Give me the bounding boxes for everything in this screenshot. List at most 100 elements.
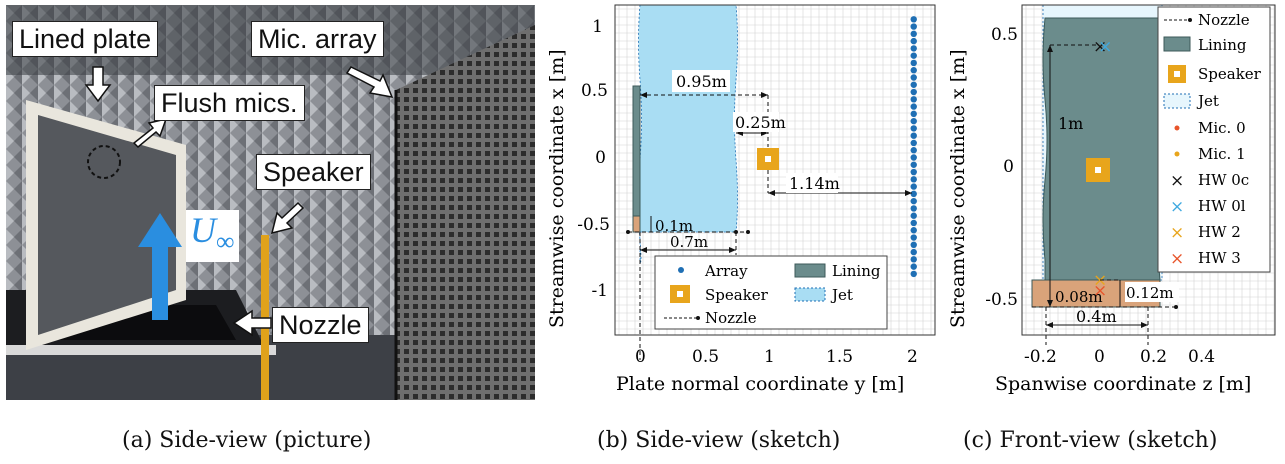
array-point (910, 248, 917, 256)
array-point (910, 227, 917, 234)
side-view-frame (614, 4, 936, 336)
legend-c-mic0-dot (1174, 125, 1180, 131)
c-xtick-0-4: 0.4 (1188, 347, 1215, 367)
array-point (910, 205, 917, 212)
legend-c-nozzle: Nozzle (1198, 11, 1250, 29)
xtick-1-5: 1.5 (826, 347, 853, 367)
legend-c-hw3-mark: × (1170, 249, 1184, 269)
array-point (910, 81, 917, 88)
array-dots (910, 16, 917, 278)
caption-b: (b) Side-view (sketch) (597, 428, 841, 453)
xtick-0-5: 0.5 (692, 347, 719, 367)
array-point (910, 59, 917, 67)
legend-c-nozzle-dot (1188, 18, 1192, 22)
legend-jet-swatch (794, 287, 826, 302)
array-point (910, 234, 917, 241)
ytick-neg-1: -1 (591, 281, 608, 301)
legend-c-hw2-mark: × (1170, 223, 1184, 243)
dim-0-1m: 0.1m (655, 217, 693, 235)
array-point (910, 45, 917, 52)
dim-0-95m: 0.95m (676, 72, 727, 91)
array-point (910, 37, 917, 45)
array-point (910, 154, 917, 161)
front-view-chart: ×××× 1m 0.08m 0.12m 0.4m Nozzle Lining S… (947, 4, 1276, 395)
hotwire-marker: × (1093, 37, 1107, 57)
caption-c: (c) Front-view (sketch) (963, 428, 1218, 453)
array-point (910, 263, 917, 270)
xtick-0: 0 (635, 347, 646, 367)
dim-bg-114 (786, 173, 838, 193)
dim-0-12m: 0.12m (1126, 284, 1174, 302)
c-xtick-0: 0 (1094, 347, 1105, 367)
array-point (910, 168, 917, 176)
front-view-xlabel: Spanwise coordinate z [m] (995, 373, 1251, 395)
dim-0-7m: 0.7m (670, 233, 708, 251)
array-point (910, 52, 917, 59)
u-subscript: ∞ (216, 227, 235, 257)
dim-0-4m: 0.4m (1076, 307, 1117, 326)
label-flush-mics: Flush mics. (154, 85, 305, 121)
array-point (910, 117, 917, 125)
front-dimension-lines (1045, 44, 1149, 345)
setup-photo: Lined plate Mic. array Flush mics. Speak… (6, 5, 535, 400)
front-lining (1042, 17, 1163, 281)
legend-nozzle: Nozzle (705, 309, 757, 327)
legend-c-mic0: Mic. 0 (1198, 119, 1246, 137)
legend-speaker: Speaker (705, 286, 769, 304)
front-view-ylabel: Streamwise coordinate x [m] (947, 49, 969, 328)
photo-scene (6, 5, 535, 400)
array-point (910, 23, 917, 30)
front-view-ticks: -0.2 0 0.2 0.4 0.5 0 -0.5 (985, 25, 1215, 367)
dim-bg-025 (733, 112, 779, 132)
side-view-ylabel: Streamwise coordinate x [m] (546, 49, 568, 328)
dim-0-25m: 0.25m (735, 113, 786, 132)
c-ytick-0-5: 0.5 (991, 25, 1018, 45)
legend-jet: Jet (830, 286, 853, 304)
label-u-infinity: U∞ (186, 210, 239, 263)
dim-bg-095 (672, 70, 730, 92)
array-point (910, 256, 917, 263)
array-point (910, 132, 917, 139)
side-view-chart: 0.95m 0.25m 1.14m 0.1m 0.7m Array Lining… (546, 4, 936, 395)
xtick-2: 2 (907, 347, 918, 367)
c-xtick-0-2: 0.2 (1140, 347, 1167, 367)
side-view-xlabel: Plate normal coordinate y [m] (616, 373, 904, 395)
array-point (910, 30, 917, 38)
front-speaker-center (1095, 167, 1101, 173)
legend-c-speaker: Speaker (1198, 65, 1262, 83)
front-nozzle-end (1174, 305, 1178, 309)
u-symbol: U (190, 210, 216, 250)
legend-lining: Lining (832, 262, 881, 280)
side-view-legend: Array Lining Speaker Jet Nozzle (654, 255, 888, 330)
array-point (910, 190, 917, 198)
legend-c-lining-swatch (1163, 36, 1191, 52)
ytick-1: 1 (592, 17, 603, 37)
ytick-neg-0-5: -0.5 (577, 215, 610, 235)
xtick-1: 1 (764, 347, 775, 367)
front-dimension-arrowheads (1046, 45, 1148, 328)
label-speaker: Speaker (256, 154, 371, 190)
array-point (910, 125, 917, 132)
array-point (910, 67, 917, 74)
label-mic-array: Mic. array (251, 21, 384, 57)
array-point (910, 212, 917, 219)
ytick-0: 0 (595, 148, 606, 168)
lining-plate (632, 85, 641, 217)
legend-c-mic1-dot (1174, 151, 1180, 157)
legend-c-mic1: Mic. 1 (1198, 145, 1246, 163)
nozzle-end-left (626, 230, 630, 234)
legend-array-marker (678, 267, 684, 273)
legend-c-hw0c: HW 0c (1198, 171, 1249, 189)
ytick-0-5: 0.5 (581, 81, 608, 101)
array-point (910, 197, 917, 205)
dim-bg-1m (1054, 112, 1086, 134)
legend-c-hw2: HW 2 (1198, 223, 1241, 241)
array-point (910, 176, 917, 183)
dim-0-08m: 0.08m (1055, 288, 1103, 306)
array-point (910, 88, 917, 96)
dim-1-14m: 1.14m (789, 174, 840, 193)
caption-a: (a) Side-view (picture) (122, 428, 372, 453)
legend-c-hw0l-mark: × (1170, 197, 1184, 217)
hotwire-marker: × (1093, 281, 1107, 301)
array-point (910, 16, 917, 23)
